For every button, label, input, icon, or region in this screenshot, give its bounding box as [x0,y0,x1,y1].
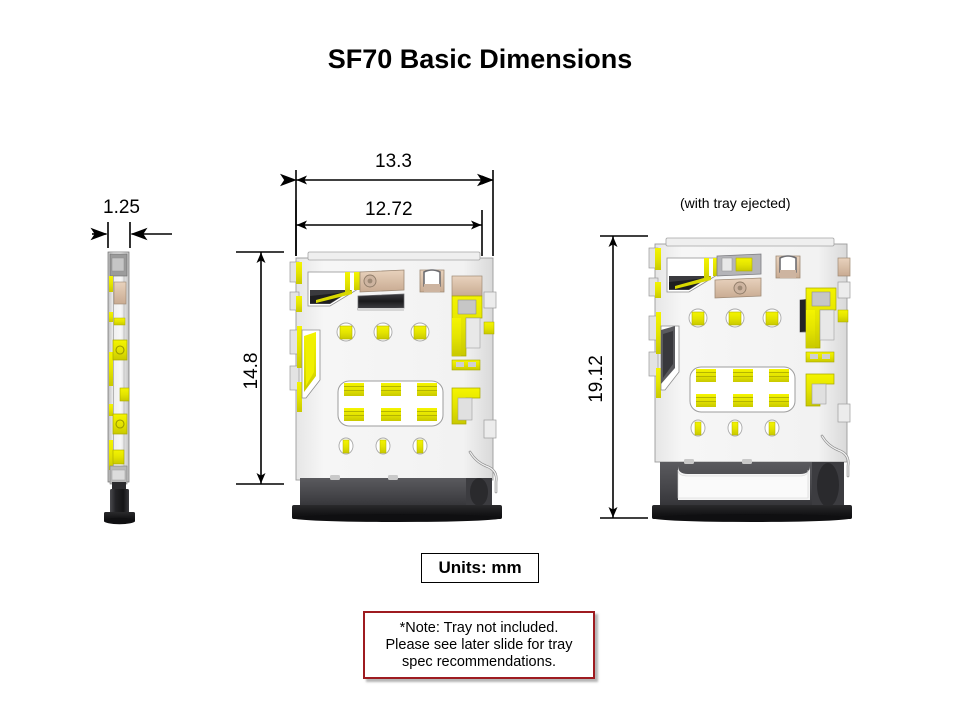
eject-latch-assembly [451,275,498,494]
contact-pin-row-upper [336,322,430,342]
contact-pin-row-lower-ejected [690,419,780,437]
contact-pin-row-lower [338,437,428,455]
note-line-2: Please see later slide for tray [385,636,573,653]
note-box: *Note: Tray not included. Please see lat… [363,611,595,679]
note-line-3: spec recommendations. [402,653,556,670]
dimension-label-height-ejected: 19.12 [586,355,607,403]
front-view-drawing [289,251,502,522]
eject-latch-assembly-ejected [805,281,851,478]
dimension-label-overall-width: 13.3 [375,151,412,172]
tray-ejected-view-drawing [648,237,852,522]
dimension-thickness-1-25 [90,222,172,248]
units-box: Units: mm [421,553,539,583]
page-title: SF70 Basic Dimensions [327,44,633,74]
card-contact-window-ejected [689,366,796,413]
side-view-drawing [104,251,135,525]
card-contact-window [337,380,444,427]
note-line-1: *Note: Tray not included. [399,619,559,636]
dimension-label-inner-width: 12.72 [365,199,413,220]
contact-pin-row-upper-ejected [688,308,782,328]
dimension-label-thickness: 1.25 [103,197,140,218]
tray-ejected-annotation: (with tray ejected) [680,195,791,211]
dimension-label-height-closed: 14.8 [241,352,262,390]
